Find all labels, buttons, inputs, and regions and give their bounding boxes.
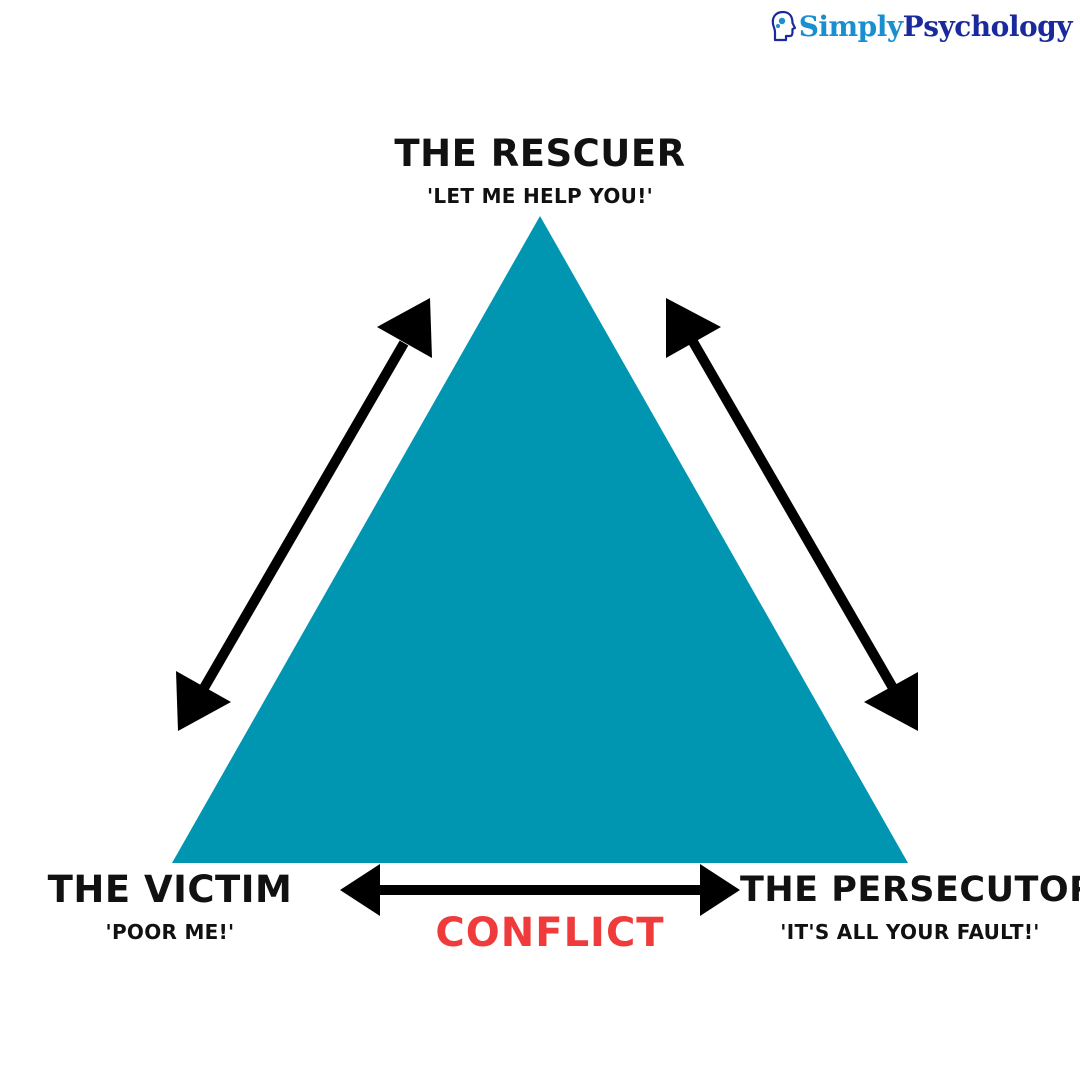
arrowhead-right <box>700 864 740 916</box>
arrow-rescuer-victim <box>176 298 432 731</box>
persecutor-quote: 'IT'S ALL YOUR FAULT!' <box>780 920 1040 944</box>
victim-label: THE VICTIM 'POOR ME!' <box>30 868 310 945</box>
arrow-shaft <box>687 337 898 691</box>
arrowhead-left <box>340 864 380 916</box>
arrow-shaft <box>199 340 409 691</box>
rescuer-label: THE RESCUER 'LET ME HELP YOU!' <box>340 132 740 209</box>
arrowhead-up <box>377 298 432 358</box>
central-triangle <box>172 216 908 863</box>
brand-name-part-2: Psychology <box>902 9 1073 43</box>
persecutor-title: THE PERSECUTOR <box>740 870 1080 910</box>
conflict-label: CONFLICT <box>435 910 665 956</box>
head-profile-icon <box>769 9 797 43</box>
brand-name-part-1: Simply <box>798 9 903 43</box>
arrowhead-up <box>666 298 721 358</box>
arrowhead-down <box>864 672 918 731</box>
arrow-rescuer-persecutor <box>666 298 918 731</box>
victim-quote: 'POOR ME!' <box>105 920 235 944</box>
arrow-victim-persecutor <box>340 864 740 916</box>
victim-title: THE VICTIM <box>47 868 293 911</box>
rescuer-quote: 'LET ME HELP YOU!' <box>426 184 654 208</box>
arrowhead-down <box>176 671 231 731</box>
rescuer-title: THE RESCUER <box>394 132 686 175</box>
persecutor-label: THE PERSECUTOR 'IT'S ALL YOUR FAULT!' <box>740 870 1080 944</box>
